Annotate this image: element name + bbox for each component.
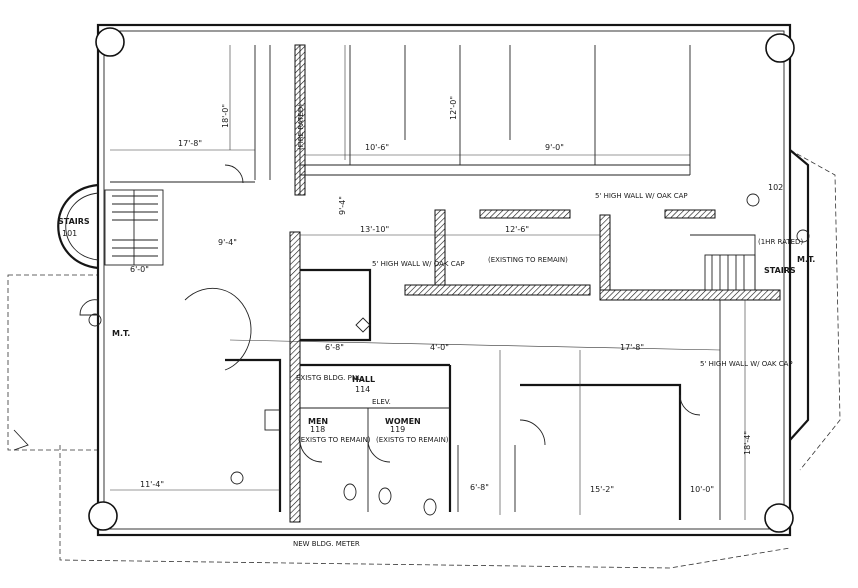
mt-right-label: M.T. xyxy=(797,255,815,264)
dim-11-4: 11'-4" xyxy=(140,480,164,489)
existg-bldg-note: EXISTG BLDG. PNL. xyxy=(296,374,363,382)
corner-columns xyxy=(88,27,795,533)
dim-10-0: 10'-0" xyxy=(690,485,714,494)
stairs-left-label: STAIRS xyxy=(58,217,90,226)
dim-17-8: 17'-8" xyxy=(178,139,202,148)
dim-9-0: 9'-0" xyxy=(545,143,564,152)
elev-label: ELEV. xyxy=(372,398,391,406)
men-label: MEN xyxy=(308,417,328,426)
dim-12-0: 12'-0" xyxy=(449,96,458,120)
mt-left-label: M.T. xyxy=(112,329,130,338)
interior-walls xyxy=(79,164,781,523)
new-meter-note: NEW BLDG. METER xyxy=(293,540,360,548)
dim-6-8: 6'-8" xyxy=(325,343,344,352)
men-remain-note: (EXISTG TO REMAIN) xyxy=(298,436,371,444)
existing-remain-note: (EXISTING TO REMAIN) xyxy=(488,256,568,264)
dim-12-6: 12'-6" xyxy=(505,225,529,234)
stairs-left-number: 101 xyxy=(62,229,77,238)
dimension-lines xyxy=(110,45,746,520)
door-tags xyxy=(88,193,810,485)
restroom-fixtures xyxy=(264,409,437,516)
exterior-walls xyxy=(57,23,810,537)
fire-rated-note-2: (1HR RATED) xyxy=(758,238,803,246)
dim-6-8b: 6'-8" xyxy=(470,483,489,492)
high-wall-note-1: 5' HIGH WALL W/ OAK CAP xyxy=(372,260,465,268)
dim-13-10: 13'-10" xyxy=(360,225,389,234)
dim-10-6: 10'-6" xyxy=(365,143,389,152)
women-remain-note: (EXISTG TO REMAIN) xyxy=(376,436,449,444)
women-number: 119 xyxy=(390,425,405,434)
dim-6-0: 6'-0" xyxy=(130,265,149,274)
stairs-right-number: 102 xyxy=(768,183,783,192)
men-number: 118 xyxy=(310,425,325,434)
high-wall-note-3: 5' HIGH WALL W/ OAK CAP xyxy=(700,360,793,368)
left-stair xyxy=(104,189,164,266)
stairs-right-label: STAIRS xyxy=(764,266,796,275)
hall-number: 114 xyxy=(355,385,370,394)
right-stair xyxy=(704,254,756,291)
dim-15-2: 15'-2" xyxy=(590,485,614,494)
hall-label: HALL xyxy=(352,375,375,384)
high-wall-note-2: 5' HIGH WALL W/ OAK CAP xyxy=(595,192,688,200)
dim-17-8b: 17'-8" xyxy=(620,343,644,352)
top-offices xyxy=(110,44,691,196)
dim-9-4: 9'-4" xyxy=(338,196,347,215)
dim-9-4b: 9'-4" xyxy=(218,238,237,247)
dim-4-0: 4'-0" xyxy=(430,343,449,352)
women-label: WOMEN xyxy=(385,417,421,426)
fire-rated-note: (FIRE RATED) xyxy=(297,104,305,150)
dim-18-0: 18'-0" xyxy=(221,104,230,128)
dim-18-4: 18'-4" xyxy=(743,431,752,455)
